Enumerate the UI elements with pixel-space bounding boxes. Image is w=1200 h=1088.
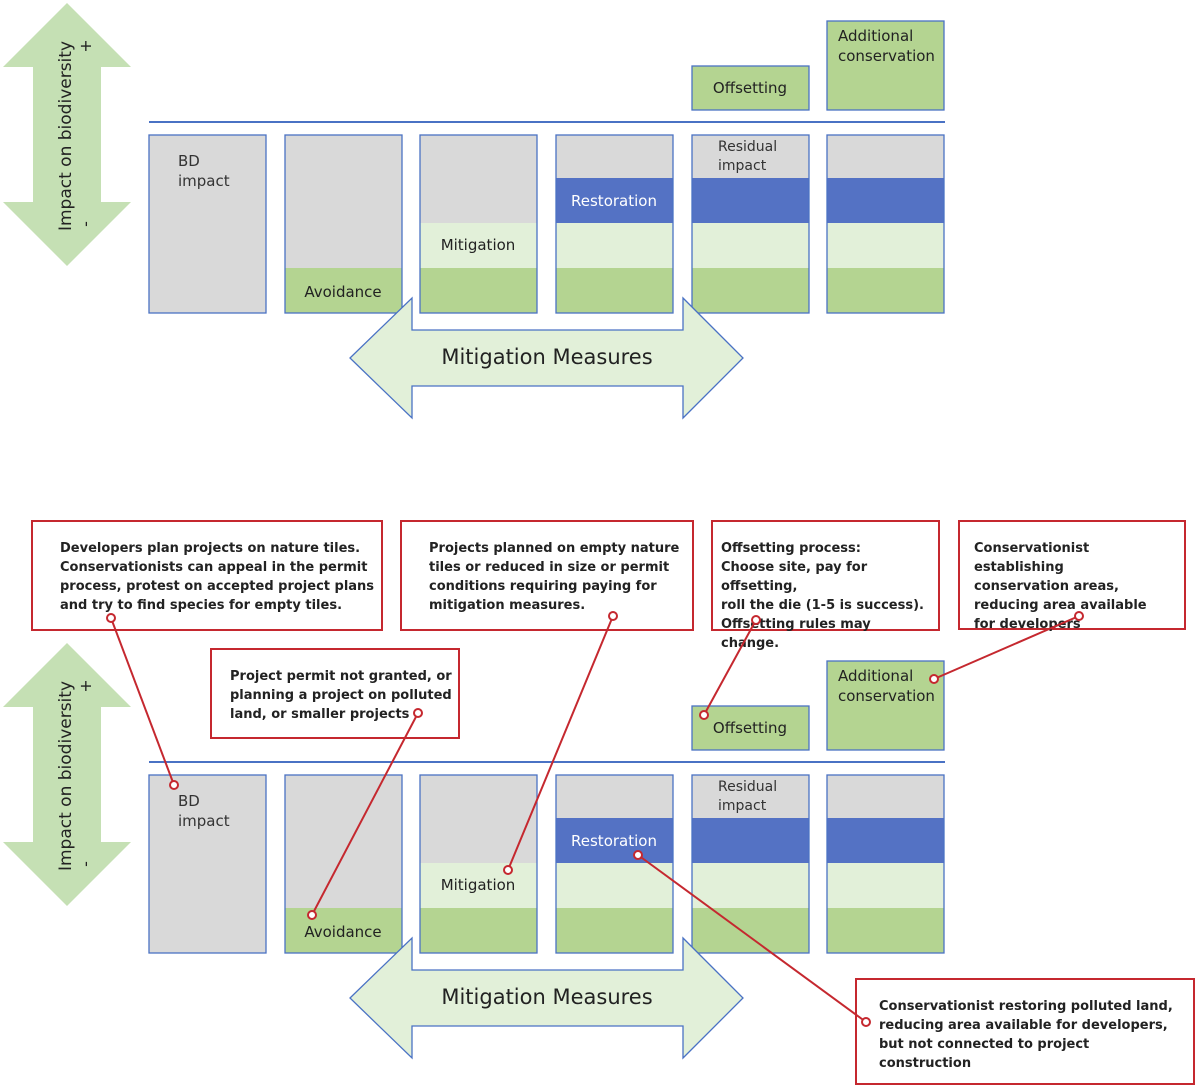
annotation-text: Project permit not granted, or planning … <box>230 669 452 722</box>
impact-minus-sign: - <box>76 221 95 227</box>
column-segment-blue <box>827 818 944 863</box>
column-segment-light-green <box>692 223 809 268</box>
impact-axis-label: Impact on biodiversity <box>56 681 76 871</box>
above-box-label: Offsetting <box>713 719 787 737</box>
column-label: Restoration <box>571 192 657 210</box>
column-segment-mid-green <box>420 268 537 313</box>
column-outline <box>691 134 810 314</box>
column-segment-gray <box>692 135 809 178</box>
column-label: Restoration <box>571 832 657 850</box>
column-segment-blue <box>556 178 673 223</box>
column-segment-light-green <box>420 223 537 268</box>
column-segment-mid-green <box>556 908 673 953</box>
annotation-text: Conservationist establishing conservatio… <box>974 541 1147 632</box>
column-4: Restoration <box>555 774 674 954</box>
above-box <box>826 20 945 111</box>
impact-minus-sign: - <box>76 861 95 867</box>
column-segment-mid-green <box>420 908 537 953</box>
annotation-text: Developers plan projects on nature tiles… <box>60 541 375 613</box>
impact-vertical-arrow <box>3 3 131 266</box>
column-segment-light-green <box>692 863 809 908</box>
annotation-box-4: Conservationist establishing conservatio… <box>958 520 1186 632</box>
impact-axis-label: Impact on biodiversity <box>56 41 76 231</box>
mitigation-measures-label: Mitigation Measures <box>441 345 652 369</box>
above-box-label: Offsetting <box>713 79 787 97</box>
column-2: Avoidance <box>284 134 403 314</box>
column-segment-light-green <box>556 863 673 908</box>
column-segment-mid-green <box>285 268 402 313</box>
above-box <box>691 65 810 111</box>
column-segment-gray <box>149 135 266 313</box>
column-segment-gray <box>827 775 944 818</box>
column-3: Mitigation <box>419 134 538 314</box>
column-label: Mitigation <box>441 876 516 894</box>
column-segment-light-green <box>556 223 673 268</box>
column-segment-gray <box>692 775 809 818</box>
column-segment-light-green <box>420 863 537 908</box>
column-2: Avoidance <box>284 774 403 954</box>
column-segment-blue <box>692 818 809 863</box>
column-segment-mid-green <box>692 268 809 313</box>
column-segment-gray <box>420 135 537 223</box>
annotation-text: Projects planned on empty nature tiles o… <box>429 541 680 613</box>
column-outline <box>555 134 674 314</box>
column-label: Avoidance <box>304 923 381 941</box>
annotation-box-5: Project permit not granted, or planning … <box>210 648 460 739</box>
column-label: Avoidance <box>304 283 381 301</box>
column-segment-gray <box>149 775 266 953</box>
annotation-box-3: Offsetting process: Choose site, pay for… <box>711 520 940 651</box>
mitigation-measures-label: Mitigation Measures <box>441 985 652 1009</box>
column-segment-gray <box>285 135 402 268</box>
impact-plus-sign: + <box>76 679 95 692</box>
column-segment-mid-green <box>827 268 944 313</box>
column-segment-mid-green <box>556 268 673 313</box>
column-outline <box>419 134 538 314</box>
column-segment-gray <box>556 775 673 818</box>
column-outline <box>284 134 403 314</box>
column-segment-light-green <box>827 863 944 908</box>
annotation-box-6: Conservationist restoring polluted land,… <box>855 978 1195 1085</box>
column-4: Restoration <box>555 134 674 314</box>
mitigation-measures-arrow <box>349 296 744 420</box>
column-segment-mid-green <box>692 908 809 953</box>
above-box <box>826 660 945 751</box>
impact-plus-sign: + <box>76 39 95 52</box>
column-3: Mitigation <box>419 774 538 954</box>
column-segment-mid-green <box>827 908 944 953</box>
column-segment-blue <box>827 178 944 223</box>
annotation-text: Conservationist restoring polluted land,… <box>879 999 1173 1071</box>
column-segment-gray <box>556 135 673 178</box>
column-outline <box>148 134 267 314</box>
column-segment-gray <box>285 775 402 908</box>
column-segment-mid-green <box>285 908 402 953</box>
column-label: Mitigation <box>441 236 516 254</box>
column-segment-blue <box>692 178 809 223</box>
column-outline <box>148 774 267 954</box>
annotation-box-2: Projects planned on empty nature tiles o… <box>400 520 694 631</box>
column-outline <box>826 134 945 314</box>
impact-vertical-arrow <box>3 643 131 906</box>
column-segment-gray <box>420 775 537 863</box>
column-segment-light-green <box>827 223 944 268</box>
annotation-box-1: Developers plan projects on nature tiles… <box>31 520 383 631</box>
column-segment-gray <box>827 135 944 178</box>
